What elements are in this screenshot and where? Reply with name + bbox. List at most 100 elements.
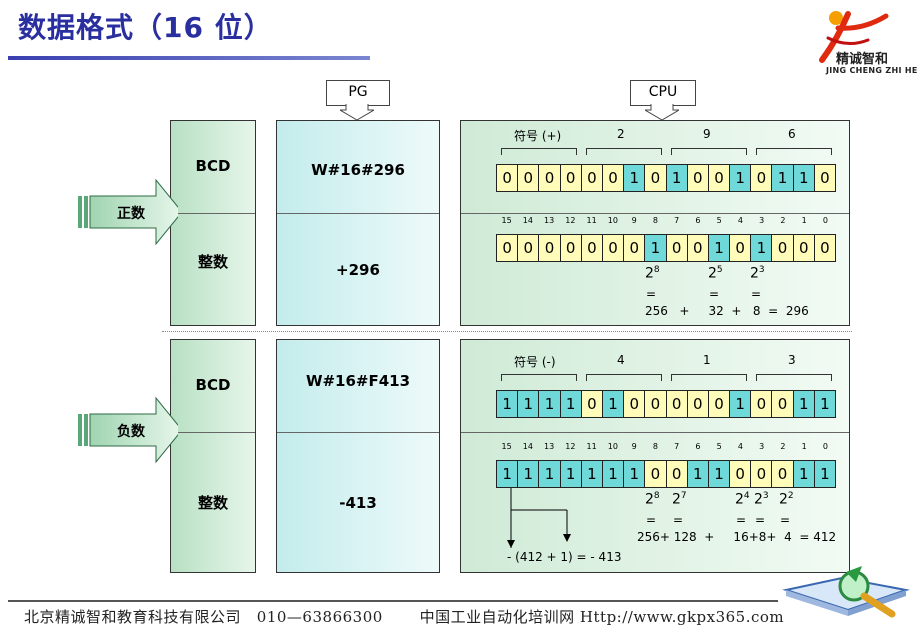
footer-rule: [8, 600, 778, 602]
logo-subtitle: JING CHENG ZHI HE: [826, 66, 918, 75]
bit-index: 11: [586, 442, 597, 451]
bit-index: 1: [801, 216, 807, 225]
bit-cell: 1: [539, 391, 561, 417]
bit-index: 9: [631, 216, 637, 225]
negative-eq-5: =: [780, 513, 791, 527]
negative-power-4: 24: [735, 491, 750, 508]
negative-arrow-icon: [78, 396, 178, 464]
bit-index: 5: [716, 442, 722, 451]
positive-digit3-label: 6: [788, 127, 796, 141]
negative-digit1-label: 4: [617, 353, 625, 367]
bit-cell: 1: [645, 235, 667, 261]
positive-cpu-panel: [460, 120, 850, 326]
bit-index: 3: [759, 216, 765, 225]
bit-cell: 0: [793, 235, 815, 261]
bit-index: 0: [822, 216, 828, 225]
cpu-callout-arrow: [645, 104, 679, 120]
bit-cell: 1: [687, 461, 709, 487]
bit-cell: 0: [751, 391, 773, 417]
positive-arrow-label: 正数: [117, 206, 145, 222]
negative-digit2-label: 1: [703, 353, 711, 367]
negative-brace-d3: [756, 374, 832, 381]
bit-index: 2: [780, 216, 786, 225]
positive-bcd-bit-row: 0 0 0 0 0 0 1 0 1 0 0 1 0 1 1 0: [496, 164, 836, 192]
title-underline: [8, 56, 370, 60]
positive-int-bit-row: 0 0 0 0 0 0 0 1 0 0 1 0 1 0 0 0: [496, 234, 836, 262]
positive-int-label: 整数: [197, 253, 228, 271]
bit-cell: 1: [708, 235, 731, 261]
bit-cell: 0: [687, 165, 709, 191]
bit-index: 8: [652, 442, 658, 451]
bit-index: 5: [716, 216, 722, 225]
negative-digit3-label: 3: [788, 353, 796, 367]
positive-bcd-value: W#16#296: [311, 161, 405, 179]
bit-index: 9: [631, 442, 637, 451]
positive-int-value: +296: [336, 261, 380, 279]
bit-cell: 1: [666, 165, 688, 191]
bit-index: 6: [695, 442, 701, 451]
negative-sign-group-label: 符号 (-): [514, 355, 556, 369]
bit-cell: 0: [581, 235, 603, 261]
book-magnifier-icon: [782, 566, 910, 618]
negative-eq-1: =: [646, 513, 657, 527]
bit-cell: 1: [602, 391, 625, 417]
bit-cell: 1: [814, 391, 835, 417]
negative-bit-index-row: 15 14 13 12 11 10 9 8 7 6 5 4 3 2 1 0: [496, 442, 836, 451]
bit-cell: 0: [624, 235, 646, 261]
positive-digit1-label: 2: [617, 127, 625, 141]
bit-cell: 0: [602, 165, 625, 191]
bit-cell: 1: [518, 461, 540, 487]
negative-power-2: 22: [779, 491, 794, 508]
negative-eq-4: =: [755, 513, 766, 527]
bit-index: 14: [522, 442, 533, 451]
page-title: 数据格式（16 位）: [18, 11, 273, 44]
bit-cell: 1: [560, 391, 582, 417]
negative-arrow-label: 负数: [117, 424, 145, 440]
negative-label-panel: BCD 整数: [170, 339, 256, 573]
bit-index: 8: [652, 216, 658, 225]
bit-cell: 1: [793, 391, 815, 417]
negative-bcd-value: W#16#F413: [305, 372, 411, 390]
bit-cell: 0: [518, 235, 540, 261]
bit-index: 7: [674, 216, 680, 225]
bit-cell: 0: [772, 235, 794, 261]
positive-label-panel: BCD 整数: [170, 120, 256, 326]
bit-cell: 1: [708, 461, 731, 487]
bit-cell: 0: [497, 235, 519, 261]
bit-cell: 0: [730, 235, 752, 261]
bit-cell: 0: [539, 165, 561, 191]
positive-brace-sign: [501, 148, 577, 155]
bit-index: 10: [607, 442, 618, 451]
bit-cell: 0: [814, 165, 835, 191]
bit-cell: 0: [518, 165, 540, 191]
positive-brace-d1: [586, 148, 662, 155]
negative-brace-sign: [501, 374, 577, 381]
bit-index: 12: [565, 216, 576, 225]
bit-index: 15: [501, 442, 512, 451]
negative-brace-d1: [586, 374, 662, 381]
negative-eq-2: =: [673, 513, 684, 527]
bit-index: 3: [759, 442, 765, 451]
bit-cell: 1: [497, 391, 519, 417]
bit-index: 10: [607, 216, 618, 225]
cpu-callout: CPU: [630, 80, 696, 106]
bit-index: 12: [565, 442, 576, 451]
bit-cell: 0: [708, 165, 731, 191]
section-separator: [162, 331, 852, 332]
bit-cell: 0: [687, 235, 709, 261]
positive-sign-group-label: 符号 (+): [514, 129, 562, 143]
bit-cell: 0: [751, 461, 773, 487]
bit-cell: 1: [793, 461, 815, 487]
bit-cell: 0: [560, 235, 582, 261]
positive-brace-d3: [756, 148, 832, 155]
bit-cell: 0: [666, 391, 688, 417]
footer-text: 北京精诚智和教育科技有限公司 010—63866300 中国工业自动化培训网 H…: [24, 608, 785, 626]
bit-cell: 0: [539, 235, 561, 261]
negative-int-value: -413: [339, 494, 377, 512]
negative-power-7: 27: [672, 491, 687, 508]
bit-index: 0: [822, 442, 828, 451]
bit-index: 7: [674, 442, 680, 451]
positive-eq-1: =: [646, 287, 657, 301]
bit-cell: 1: [539, 461, 561, 487]
positive-bit-index-row: 15 14 13 12 11 10 9 8 7 6 5 4 3 2 1 0: [496, 216, 836, 225]
